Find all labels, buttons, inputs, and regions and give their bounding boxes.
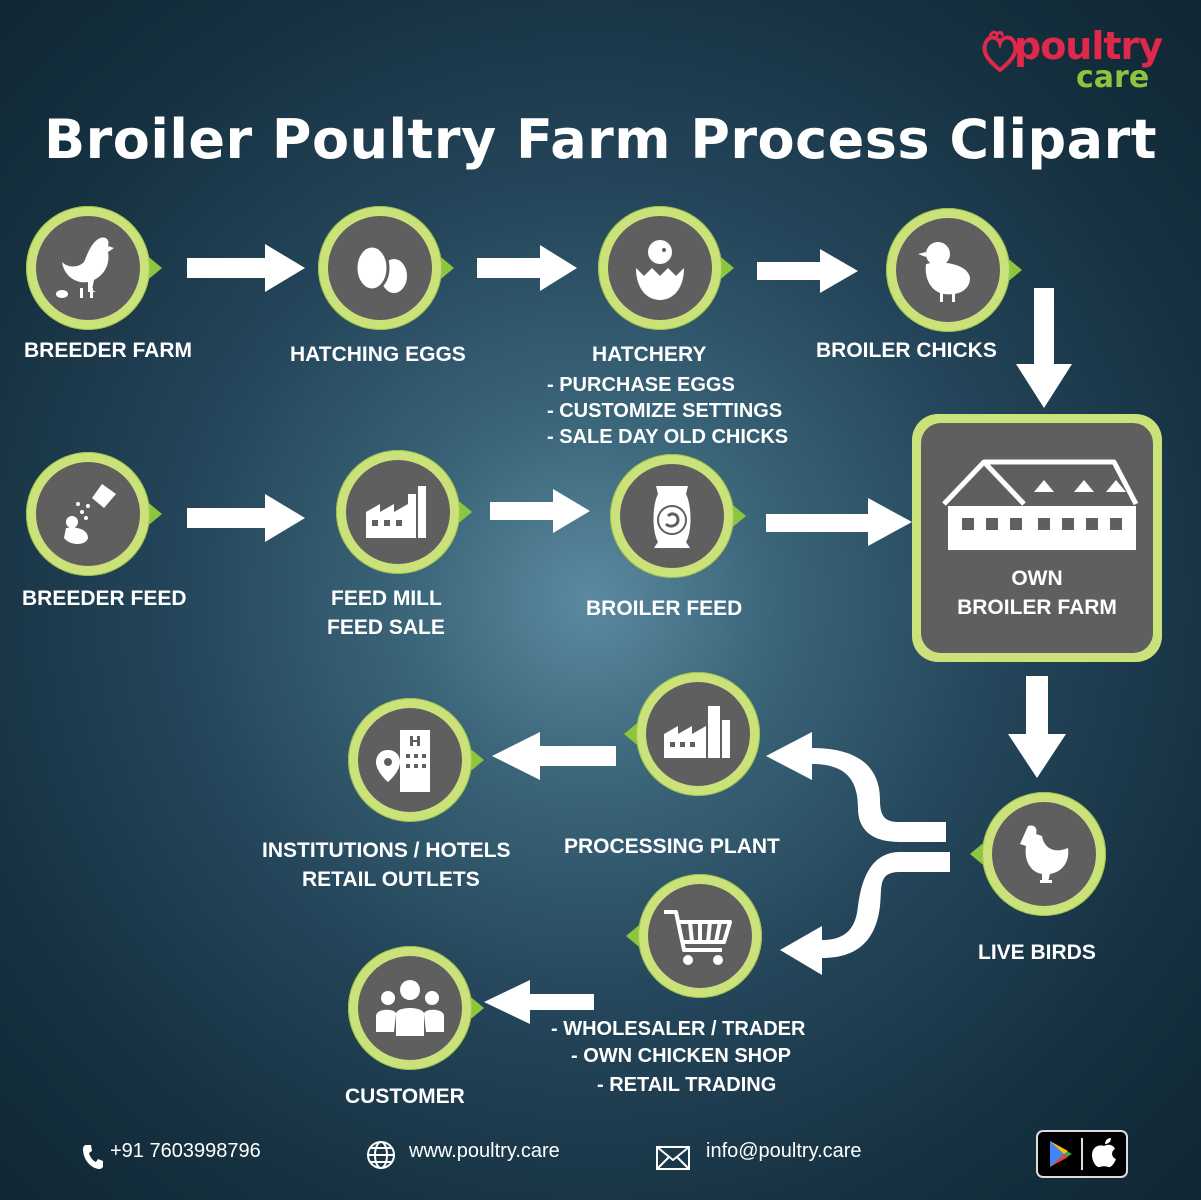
label-live-birds: LIVE BIRDS xyxy=(978,941,1096,964)
badge-divider xyxy=(1081,1138,1083,1170)
core xyxy=(36,462,140,566)
footer-web[interactable]: www.poultry.care xyxy=(409,1140,560,1162)
node-live-birds xyxy=(970,792,1106,916)
globe-icon xyxy=(367,1141,395,1169)
label-feed-mill: FEED MILL xyxy=(331,587,442,610)
hen-icon xyxy=(56,237,114,298)
arrow-breeder-to-eggs xyxy=(187,244,305,292)
label-customer: CUSTOMER xyxy=(345,1085,465,1108)
label-broiler-feed: BROILER FEED xyxy=(586,597,743,620)
people-group-icon xyxy=(376,980,444,1036)
node-hatchery xyxy=(598,206,734,330)
arrow-chicks-down xyxy=(1016,288,1072,408)
label-hatchery: HATCHERY xyxy=(592,343,707,366)
node-trade xyxy=(626,874,762,998)
logo-word-care: care xyxy=(1076,60,1150,95)
hotel-location-icon xyxy=(376,730,430,792)
hatchery-note-3: - SALE DAY OLD CHICKS xyxy=(547,426,789,448)
node-broiler-feed xyxy=(610,454,746,578)
label-retail-outlets: RETAIL OUTLETS xyxy=(302,868,480,891)
node-hatching-eggs xyxy=(318,206,454,330)
poultry-care-logo: poultry care xyxy=(980,24,1180,98)
trade-note-1: - WHOLESALER / TRADER xyxy=(551,1018,806,1040)
node-broiler-chicks xyxy=(886,208,1022,332)
arrow-birds-to-trade xyxy=(780,852,950,975)
label-hatching-eggs: HATCHING EGGS xyxy=(290,343,466,366)
chick-icon xyxy=(918,242,970,302)
node-customer xyxy=(348,946,484,1070)
footer-phone[interactable]: +91 7603998796 xyxy=(110,1140,261,1162)
label-broiler-farm: BROILER FARM xyxy=(957,596,1117,619)
label-own: OWN xyxy=(1011,567,1063,590)
arrow-birds-to-plant xyxy=(766,732,946,842)
shopping-cart-icon xyxy=(664,910,732,965)
chick-hatching-icon xyxy=(636,240,684,300)
apple-icon[interactable] xyxy=(1089,1137,1119,1169)
arrow-eggs-to-hatchery xyxy=(477,245,577,291)
hatchery-note-1: - PURCHASE EGGS xyxy=(547,374,735,396)
arrow-hatchery-to-chicks xyxy=(757,249,858,293)
node-own-broiler-farm: OWN BROILER FARM xyxy=(912,414,1162,662)
trade-note-2: - OWN CHICKEN SHOP xyxy=(571,1045,791,1067)
play-store-icon[interactable] xyxy=(1046,1139,1076,1169)
chicken-icon xyxy=(1020,825,1069,883)
arrow-feed-to-mill xyxy=(187,494,305,542)
arrow-plant-to-institutions xyxy=(492,732,616,780)
page-title: Broiler Poultry Farm Process Clipart xyxy=(43,108,1158,171)
hatchery-note-2: - CUSTOMIZE SETTINGS xyxy=(547,400,783,422)
node-feed-mill xyxy=(336,450,472,574)
arrow-farm-down xyxy=(1008,676,1066,778)
mail-icon xyxy=(656,1146,690,1170)
phone-icon xyxy=(83,1145,103,1169)
arrow-trade-to-customer xyxy=(484,980,594,1024)
footer-email[interactable]: info@poultry.care xyxy=(706,1140,862,1162)
label-broiler-chicks: BROILER CHICKS xyxy=(816,339,997,362)
processing-plant-icon xyxy=(664,706,730,758)
eggs-icon xyxy=(354,244,407,293)
label-breeder-feed: BREEDER FEED xyxy=(22,587,187,610)
trade-note-3: - RETAIL TRADING xyxy=(597,1074,777,1096)
label-institutions: INSTITUTIONS / HOTELS xyxy=(262,839,511,862)
node-institutions xyxy=(348,698,484,822)
label-breeder-farm: BREEDER FARM xyxy=(24,339,193,362)
arrow-feed-to-farm xyxy=(766,498,912,546)
feed-bag-icon xyxy=(653,486,691,548)
node-breeder-farm xyxy=(26,206,162,330)
core xyxy=(608,216,712,320)
app-store-badges[interactable] xyxy=(1036,1130,1128,1178)
label-processing-plant: PROCESSING PLANT xyxy=(564,835,780,858)
hen-heart-logo-icon xyxy=(982,30,1018,73)
feeding-icon xyxy=(64,484,116,544)
node-processing-plant xyxy=(624,672,760,796)
label-feed-sale: FEED SALE xyxy=(327,616,445,639)
farm-barn-icon xyxy=(942,459,1139,550)
factory-icon xyxy=(366,486,426,538)
logo-word-poultry: poultry xyxy=(1014,24,1163,68)
arrow-mill-to-feed xyxy=(490,489,590,533)
node-breeder-feed xyxy=(26,452,162,576)
